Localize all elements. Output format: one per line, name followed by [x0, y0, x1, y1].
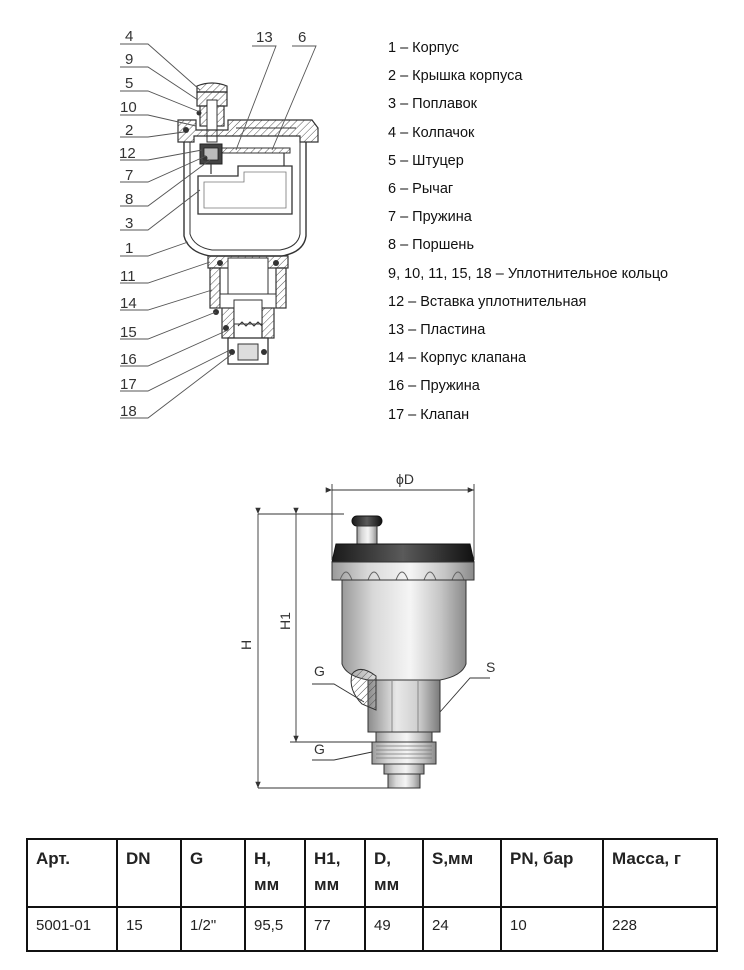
callout-number: 16	[120, 351, 137, 368]
table-cell: 10	[500, 906, 604, 952]
legend-item: 4 – Колпачок	[388, 124, 475, 141]
legend-item: 17 – Клапан	[388, 406, 470, 423]
callout-number: 11	[120, 268, 136, 285]
thread-label-bottom: G	[314, 741, 325, 757]
legend-item: 9, 10, 11, 15, 18 – Уплотнительное кольц…	[388, 265, 669, 282]
technical-drawing: 4 9 5 10 2 12 7 8 3 1 11 14 15 16 17 18 …	[119, 28, 495, 789]
table-cell: 15	[116, 906, 182, 952]
callout-number: 13	[256, 29, 273, 46]
table-cell: 24	[422, 906, 502, 952]
callout-number: 1	[125, 240, 133, 257]
table-cell: 77	[304, 906, 366, 952]
wrench-size-label: S	[486, 659, 495, 675]
dimension-labels: ϕD H H1 G G S	[238, 471, 495, 757]
table-cell: 49	[364, 906, 424, 952]
table-cell: 1/2"	[180, 906, 246, 952]
section-view	[177, 82, 319, 365]
legend-item: 7 – Пружина	[388, 209, 472, 226]
legend-item: 2 – Крышка корпуса	[388, 68, 523, 85]
column-header: DN	[116, 838, 182, 908]
height1-label: H1	[277, 612, 293, 630]
legend-item: 13 – Пластина	[388, 322, 486, 339]
parts-legend: 1 – Корпус 2 – Крышка корпуса 3 – Поплав…	[388, 34, 668, 429]
callout-number: 14	[120, 295, 137, 312]
callout-number: 10	[120, 99, 137, 116]
column-header: H1,мм	[304, 838, 366, 908]
callout-number: 18	[120, 403, 137, 420]
column-header: Арт.	[26, 838, 118, 908]
callout-number: 3	[125, 215, 133, 232]
spec-table: Арт. DN G H,мм H1,мм D,мм S,мм PN, бар М…	[26, 838, 718, 952]
callout-number: 2	[125, 122, 133, 139]
legend-item: 1 – Корпус	[388, 40, 459, 56]
legend-item: 3 – Поплавок	[388, 96, 477, 113]
legend-item: 14 – Корпус клапана	[388, 350, 527, 367]
callout-number: 15	[120, 324, 137, 341]
table-cell: 228	[602, 906, 718, 952]
callout-number: 6	[298, 29, 306, 46]
table-header-row: Арт. DN G H,мм H1,мм D,мм S,мм PN, бар М…	[26, 838, 718, 908]
legend-item: 16 – Пружина	[388, 378, 480, 395]
column-header: Масса, г	[602, 838, 718, 908]
dimension-lines	[255, 484, 490, 789]
table-cell: 95,5	[244, 906, 306, 952]
callout-number: 17	[120, 376, 137, 393]
legend-item: 8 – Поршень	[388, 237, 474, 254]
thread-label-top: G	[314, 663, 325, 679]
table-cell: 5001-01	[26, 906, 118, 952]
height-label: H	[238, 640, 254, 650]
callout-number: 5	[125, 75, 133, 92]
exterior-view	[331, 515, 475, 789]
column-header: S,мм	[422, 838, 502, 908]
callout-number: 8	[125, 191, 133, 208]
legend-item: 6 – Рычаг	[388, 181, 454, 198]
leader-lines	[120, 43, 317, 419]
column-header: G	[180, 838, 246, 908]
column-header: D,мм	[364, 838, 424, 908]
diameter-label: ϕD	[396, 471, 414, 487]
callout-number: 12	[119, 145, 136, 162]
callout-number: 9	[125, 51, 133, 68]
callout-number: 7	[125, 167, 133, 184]
callout-number: 4	[125, 28, 133, 45]
legend-item: 12 – Вставка уплотнительная	[388, 293, 587, 310]
table-row: 5001-01 15 1/2" 95,5 77 49 24 10 228	[26, 906, 718, 952]
column-header: H,мм	[244, 838, 306, 908]
callout-numbers: 4 9 5 10 2 12 7 8 3 1 11 14 15 16 17 18 …	[119, 28, 306, 420]
legend-item: 5 – Штуцер	[388, 152, 464, 169]
column-header: PN, бар	[500, 838, 604, 908]
